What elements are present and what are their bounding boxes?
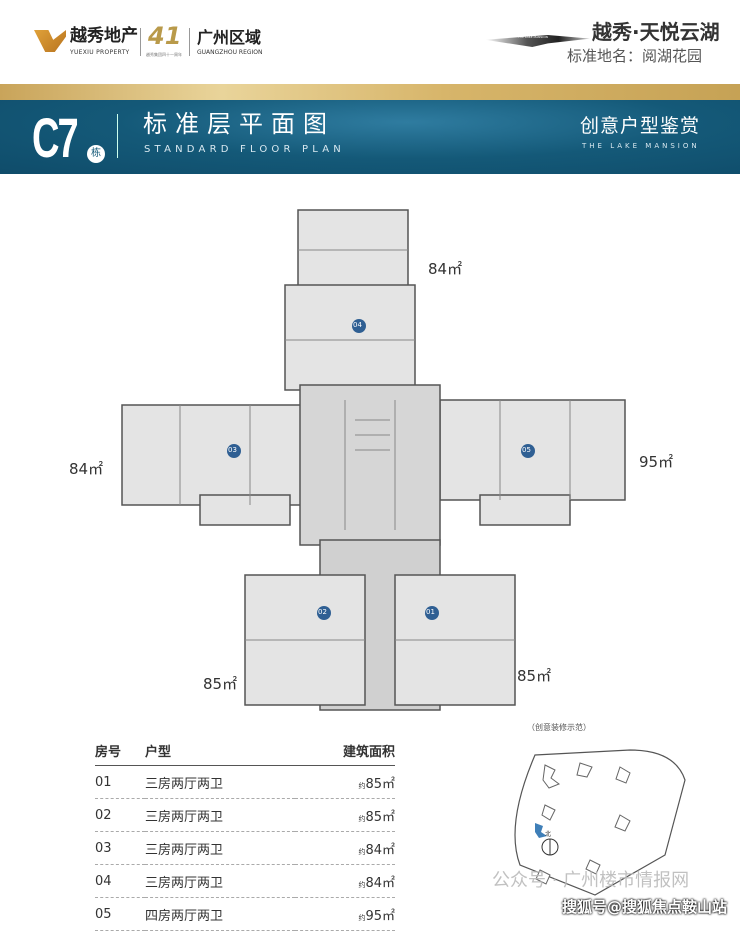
yuexiu-logo-icon: [34, 30, 66, 52]
area-value: 95㎡: [365, 909, 395, 924]
room-no: 01: [95, 765, 145, 799]
unit-area-label: 85㎡: [203, 675, 238, 693]
col-layout: 户型: [145, 738, 295, 766]
anniversary-logo: 41: [148, 22, 182, 50]
anniversary-sub: 越秀集团四十一周年: [146, 52, 182, 57]
area: 约84㎡: [294, 864, 395, 898]
brand-name-en: YUEXIU PROPERTY: [70, 49, 130, 56]
core: [299, 384, 441, 546]
title-banner: [0, 100, 740, 174]
area: 约85㎡: [294, 798, 395, 832]
layout: 四房两厅两卫: [145, 897, 295, 931]
room-no: 04: [95, 864, 145, 898]
room-no: 05: [95, 897, 145, 931]
unit-03: [121, 404, 308, 506]
building-suffix: 栋: [87, 145, 105, 163]
unit-area-label: 85㎡: [517, 667, 552, 685]
area-prefix: 约: [358, 782, 366, 790]
area-prefix: 约: [358, 881, 366, 889]
banner-right-en: THE LAKE MANSION: [582, 142, 700, 150]
col-room-no: 房号: [95, 738, 145, 766]
layout: 三房两厅两卫: [145, 798, 295, 832]
gold-stripe: [0, 84, 740, 100]
layout: 三房两厅两卫: [145, 831, 295, 865]
north-label: 北: [545, 831, 552, 838]
unit-03-balcony: [199, 494, 291, 526]
banner-divider: [117, 114, 118, 158]
unit-badge: 01: [426, 608, 435, 616]
layout: 三房两厅两卫: [145, 864, 295, 898]
unit-badge: 04: [353, 321, 362, 329]
banner-right-title: 创意户型鉴赏: [580, 115, 701, 137]
area: 约84㎡: [294, 831, 395, 865]
unit-badge: 03: [228, 446, 237, 454]
area-value: 85㎡: [365, 777, 395, 792]
unit-area-label: 84㎡: [428, 260, 463, 278]
project-standard-name: 标准地名：阅湖花园: [567, 47, 703, 65]
unit-badge: 05: [522, 446, 531, 454]
area-prefix: 约: [358, 914, 366, 922]
region-name: 广州区域: [197, 28, 262, 47]
divider: [189, 28, 190, 56]
unit-badge: 02: [318, 608, 327, 616]
unit-area-label: 95㎡: [639, 453, 674, 471]
area-value: 84㎡: [365, 843, 395, 858]
area-prefix: 约: [358, 815, 366, 823]
area: 约85㎡: [294, 765, 395, 799]
brand-name: 越秀地产: [70, 26, 138, 46]
region-name-en: GUANGZHOU REGION: [197, 49, 263, 56]
sohu-watermark: 搜狐号@搜狐焦点鞍山站: [562, 898, 728, 916]
banner-title-en: STANDARD FLOOR PLAN: [144, 144, 345, 155]
room-no: 02: [95, 798, 145, 832]
area-value: 85㎡: [365, 810, 395, 825]
unit-area-label: 84㎡: [69, 460, 104, 478]
area-value: 84㎡: [365, 876, 395, 891]
area: 约95㎡: [294, 897, 395, 931]
room-no: 03: [95, 831, 145, 865]
divider: [140, 28, 141, 56]
banner-title: 标准层平面图: [143, 110, 335, 138]
layout: 三房两厅两卫: [145, 765, 295, 799]
unit-04: [284, 284, 416, 391]
project-logo-text: THE LAKE MANSION: [518, 35, 548, 39]
site-map: [514, 749, 686, 896]
floor-plan: [121, 209, 626, 711]
area-prefix: 约: [358, 848, 366, 856]
unit-05-balcony: [479, 494, 571, 526]
building-number: C7: [32, 106, 79, 169]
wechat-watermark: 公众号 · 广州楼市情报网: [492, 870, 690, 891]
project-name: 越秀·天悦云湖: [592, 20, 720, 44]
current-building-marker: [535, 823, 547, 838]
site-map-caption: （创意装修示范）: [527, 723, 591, 732]
col-area: 建筑面积: [294, 738, 395, 766]
